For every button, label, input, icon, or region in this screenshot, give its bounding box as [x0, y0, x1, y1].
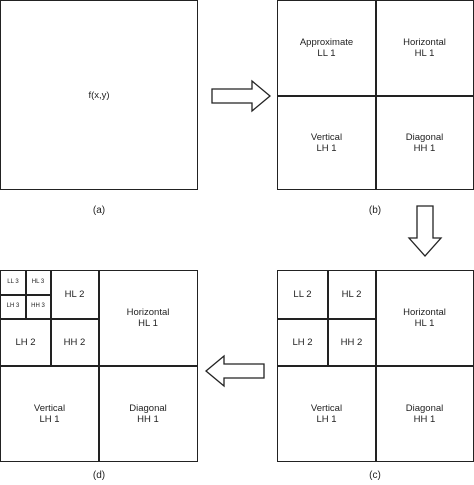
subband-ll2-code: LL 2 [293, 289, 312, 300]
divider-h-innermost [1, 294, 50, 296]
subband-hl3-code: HL 3 [31, 279, 45, 285]
subband-hl1-code: HL 1 [414, 318, 435, 329]
subband-lh1-name: Vertical [310, 402, 343, 414]
subband-hl1-name: Horizontal [403, 307, 446, 318]
subband-lh1-name: Vertical [33, 402, 66, 414]
subband-ll2: LL 2 [278, 271, 327, 318]
subband-hl1-name: Horizontal [403, 37, 446, 48]
subband-hh1: Diagonal HH 1 [376, 96, 473, 189]
subband-hl2-code: HL 2 [341, 289, 362, 300]
divider-h-inner [278, 318, 375, 320]
subband-hh1-code: HH 1 [413, 142, 436, 154]
function-label: f(x,y) [88, 89, 110, 101]
caption-c: (c) [369, 470, 381, 481]
subband-lh1: Vertical LH 1 [278, 96, 375, 189]
subband-hl2: HL 2 [51, 271, 98, 318]
subband-hl2-code: HL 2 [64, 289, 85, 300]
subband-lh1-code: LH 1 [39, 413, 60, 425]
subband-hl1-name: Horizontal [126, 307, 170, 318]
panel-d-level3: LL 3 HL 3 LH 3 HH 3 HL 2 LH 2 HH 2 Horiz… [0, 270, 198, 462]
subband-lh1: Vertical LH 1 [278, 366, 375, 461]
subband-hl1: Horizontal HL 1 [99, 271, 197, 365]
divider-h [278, 365, 473, 367]
panel-b-level1: Approximate LL 1 Horizontal HL 1 Vertica… [277, 0, 474, 190]
subband-hl1-code: HL 1 [138, 318, 158, 329]
subband-hh1-code: HH 1 [413, 413, 436, 425]
subband-hh1: Diagonal HH 1 [99, 366, 197, 461]
subband-hh1-name: Diagonal [405, 402, 444, 414]
arrow-down-icon [407, 205, 443, 257]
caption-d: (d) [92, 470, 106, 481]
panel-a-function: f(x,y) [1, 1, 197, 189]
subband-lh1-code: LH 1 [316, 413, 337, 425]
panel-c-level2: LL 2 HL 2 LH 2 HH 2 Horizontal HL 1 Vert… [277, 270, 474, 462]
subband-hh2-code: HH 2 [63, 336, 86, 348]
divider-h [278, 95, 473, 97]
subband-lh1-code: LH 1 [316, 142, 337, 154]
caption-b: (b) [368, 205, 382, 216]
subband-hl2: HL 2 [328, 271, 375, 318]
subband-lh1: Vertical LH 1 [1, 366, 98, 461]
arrow-right-icon [211, 79, 272, 113]
subband-hh2: HH 2 [51, 319, 98, 365]
subband-hh1-name: Diagonal [405, 131, 444, 143]
subband-hh1-code: HH 1 [137, 413, 159, 425]
subband-hh1-name: Diagonal [129, 402, 167, 414]
subband-ll1-code: LL 1 [317, 48, 336, 59]
subband-ll1: Approximate LL 1 [278, 1, 375, 95]
subband-hh1: Diagonal HH 1 [376, 366, 473, 461]
subband-lh3: LH 3 [1, 295, 25, 318]
subband-lh3-code: LH 3 [6, 303, 20, 309]
subband-hh2: HH 2 [328, 319, 375, 365]
subband-lh2-code: LH 2 [292, 336, 313, 348]
subband-lh2-code: LH 2 [15, 336, 36, 348]
divider-h-inner [1, 318, 98, 320]
subband-hh3: HH 3 [26, 295, 50, 318]
subband-ll1-name: Approximate [299, 37, 354, 48]
subband-hl1-code: HL 1 [414, 48, 435, 59]
subband-hl1: Horizontal HL 1 [376, 271, 473, 365]
caption-a: (a) [92, 205, 106, 216]
panel-a-image: f(x,y) [0, 0, 198, 190]
subband-ll3: LL 3 [1, 271, 25, 294]
subband-hl3: HL 3 [26, 271, 50, 294]
subband-hh3-code: HH 3 [31, 303, 45, 309]
subband-lh2: LH 2 [1, 319, 50, 365]
subband-lh1-name: Vertical [310, 131, 343, 143]
subband-hh2-code: HH 2 [340, 336, 363, 348]
subband-ll3-code: LL 3 [7, 279, 19, 285]
subband-hl1: Horizontal HL 1 [376, 1, 473, 95]
divider-h [1, 365, 197, 367]
arrow-left-icon [204, 354, 265, 388]
subband-lh2: LH 2 [278, 319, 327, 365]
